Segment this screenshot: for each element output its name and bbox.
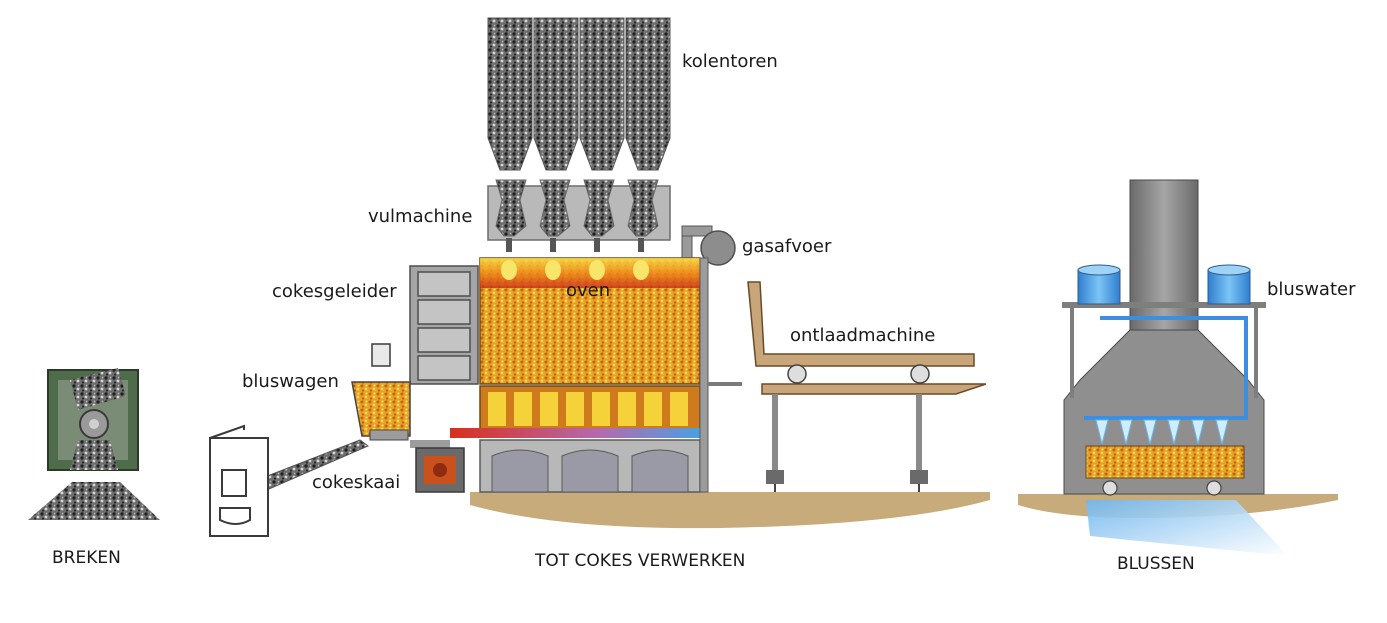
captions: BREKEN TOT COKES VERWERKEN BLUSSEN <box>52 548 1195 574</box>
coke-oven <box>450 257 742 493</box>
label-cokeskaai: cokeskaai <box>312 472 400 493</box>
label-vulmachine: vulmachine <box>368 206 472 227</box>
caption-tot-cokes-verwerken: TOT COKES VERWERKEN <box>534 551 745 571</box>
gas-exhaust <box>681 225 736 266</box>
coal-towers <box>487 17 671 171</box>
filling-machine <box>487 179 671 252</box>
labels: kolentoren vulmachine gasafvoer cokesgel… <box>242 51 1356 493</box>
label-kolentoren: kolentoren <box>682 51 778 72</box>
label-cokesgeleider: cokesgeleider <box>272 281 397 302</box>
quench-car <box>351 343 450 448</box>
label-gasafvoer: gasafvoer <box>742 236 832 257</box>
crusher <box>28 368 160 520</box>
coke-wharf <box>251 439 465 493</box>
label-ontlaadmachine: ontlaadmachine <box>790 325 935 346</box>
pusher-machine <box>747 281 987 492</box>
label-oven: oven <box>566 280 610 301</box>
caption-breken: BREKEN <box>52 548 121 568</box>
label-bluswater: bluswater <box>1267 279 1356 300</box>
quench-tower <box>1062 179 1288 556</box>
caption-blussen: BLUSSEN <box>1117 554 1195 574</box>
label-bluswagen: bluswagen <box>242 371 339 392</box>
coke-guide <box>409 265 479 385</box>
processing-building <box>209 424 269 537</box>
